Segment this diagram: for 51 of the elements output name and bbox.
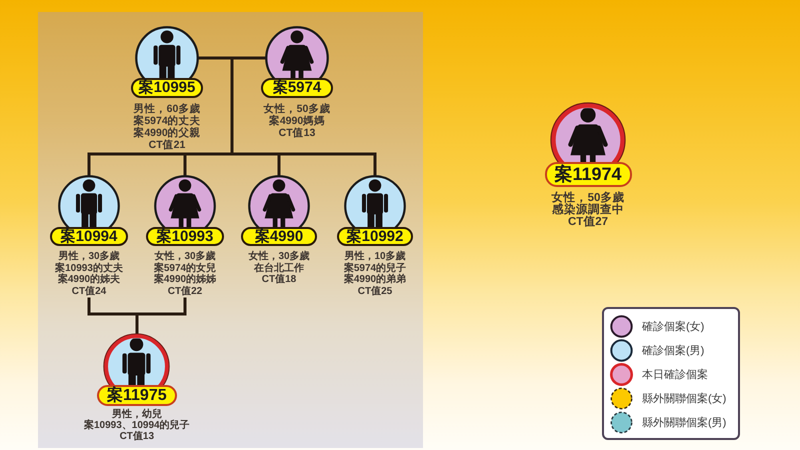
case-number-tag: 案10993	[146, 227, 224, 246]
case-note: 案4990媽媽	[268, 115, 326, 127]
case-note: 男性，60多歲	[134, 103, 200, 115]
connector-line	[184, 152, 234, 176]
case-note: CT值27	[568, 216, 608, 229]
connector-line	[88, 298, 138, 316]
legend-label: 縣外關聯個案(女)	[642, 392, 726, 406]
connector-line	[230, 152, 280, 176]
case-note: CT值24	[72, 286, 106, 298]
case-note: CT值18	[262, 274, 296, 286]
case-note: 案10993、10994的兒子	[84, 420, 190, 431]
case-number-tag: 案11975	[96, 385, 177, 406]
case-note: 案4990的姊姊	[154, 274, 216, 286]
case-note: 案4990的父親	[133, 127, 201, 139]
connector-line	[230, 56, 234, 156]
case-number-tag: 案10995	[131, 78, 203, 98]
case-note: 案4990的姊夫	[58, 274, 120, 286]
case-note: CT值13	[278, 127, 316, 139]
connector-line	[278, 152, 376, 176]
case-note: 案4990的弟弟	[344, 274, 406, 286]
case-number-tag: 案5974	[261, 78, 333, 98]
case-number-tag: 案10994	[50, 227, 128, 246]
legend-label: 縣外關聯個案(男)	[642, 416, 726, 430]
case-note: 案10993的丈夫	[55, 262, 123, 274]
case-number-tag: 案10992	[337, 227, 413, 246]
connector-line	[88, 152, 186, 176]
legend-label: 確診個案(女)	[642, 320, 704, 334]
case-note: CT值21	[148, 139, 186, 151]
case-note: 女性，50多歲	[264, 103, 330, 115]
legend-label: 本日確診個案	[642, 368, 708, 382]
case-note: 案5974的女兒	[154, 262, 216, 274]
case-note: 案5974的兒子	[344, 262, 406, 274]
case-note: CT值22	[168, 286, 202, 298]
legend-label: 確診個案(男)	[642, 344, 704, 358]
case-note: 男性，幼兒	[112, 410, 162, 420]
case-number-tag: 案11974	[544, 162, 632, 187]
connector-line	[196, 56, 234, 60]
case-note: 女性，30多歲	[248, 251, 310, 262]
connector-line	[136, 298, 186, 316]
case-note: 案5974的丈夫	[133, 115, 201, 127]
case-note: CT值25	[358, 286, 392, 298]
case-note: 感染源調查中	[552, 204, 624, 216]
connector-line	[136, 312, 138, 334]
case-note: 在台北工作	[254, 262, 304, 274]
case-number-tag: 案4990	[241, 227, 317, 246]
connector-line	[230, 56, 268, 60]
case-note: 女性，50多歲	[552, 192, 624, 204]
case-note: CT值13	[120, 432, 154, 442]
case-note: 男性，10多歲	[344, 251, 406, 262]
case-note: 男性，30多歲	[58, 251, 120, 262]
case-note: 女性，30多歲	[154, 251, 216, 262]
